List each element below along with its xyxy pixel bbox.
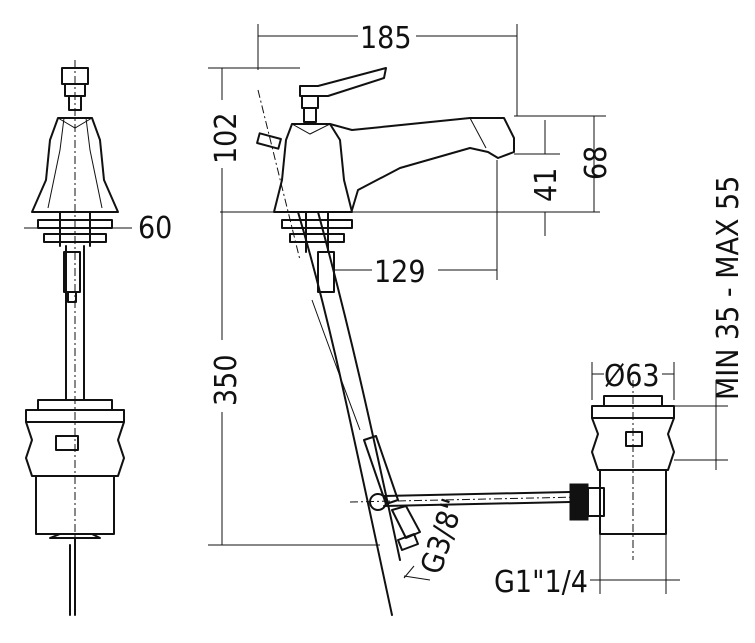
dim-total-length-label: 350 xyxy=(209,354,244,406)
dimension-total-length: 350 xyxy=(208,212,380,546)
dim-spout-height-label: 68 xyxy=(579,146,614,180)
dim-outlet-height-label: 41 xyxy=(529,168,564,202)
dim-waste-diameter-label: Ø63 xyxy=(604,359,660,394)
dim-center-distance-label: 129 xyxy=(374,255,426,290)
dimension-waste-diameter: Ø63 xyxy=(591,359,675,400)
dim-deck-thickness-label: MIN 35 - MAX 55 xyxy=(711,176,746,400)
dim-spout-reach-label: 185 xyxy=(360,21,412,56)
dimension-base-width: 60 xyxy=(24,211,172,246)
dimension-waste-thread: G1"1/4 xyxy=(494,534,680,600)
dim-base-width-label: 60 xyxy=(138,211,172,246)
dimension-lever-height: 102 xyxy=(208,67,300,212)
dimension-hose-thread: G3/8" xyxy=(403,495,471,581)
front-view xyxy=(220,67,605,616)
side-view xyxy=(25,60,125,616)
dimension-deck-thickness: MIN 35 - MAX 55 xyxy=(674,176,746,470)
dim-waste-thread-label: G1"1/4 xyxy=(494,565,588,600)
dimension-outlet-height: 41 xyxy=(514,120,564,236)
dimension-spout-height: 68 xyxy=(514,115,614,212)
dimension-spout-reach: 185 xyxy=(257,21,518,116)
dim-lever-height-label: 102 xyxy=(209,112,244,164)
waste-assembly xyxy=(591,380,675,560)
dim-hose-thread-label: G3/8" xyxy=(414,495,471,579)
dimension-center-distance: 129 xyxy=(334,160,498,290)
